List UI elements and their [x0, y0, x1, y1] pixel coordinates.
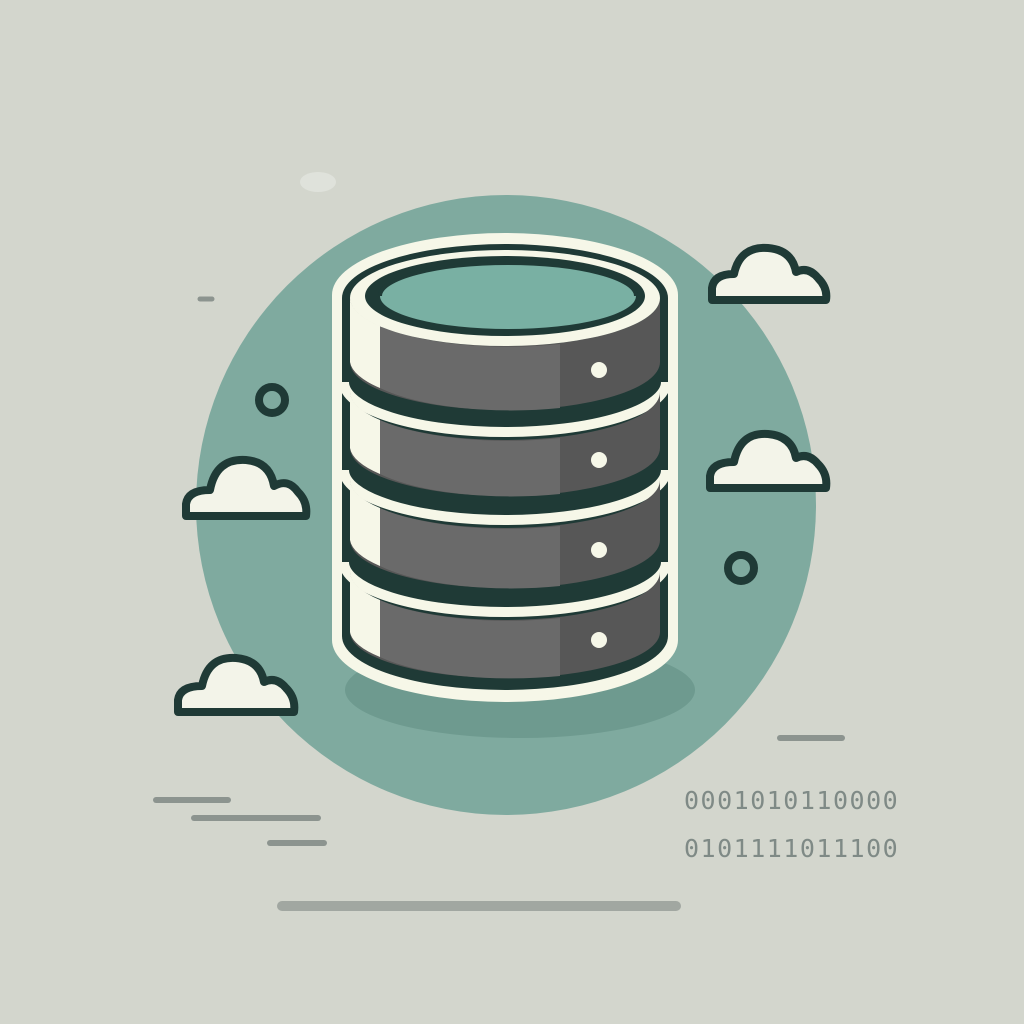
database-icon	[332, 233, 678, 702]
binary-text-line-2: 0101111011100	[684, 834, 900, 863]
ring-icon	[724, 551, 758, 585]
ring-icon	[255, 383, 289, 417]
decorative-dashes	[153, 296, 845, 911]
database-led-2	[591, 452, 607, 468]
binary-text-line-1: 0001010110000	[684, 786, 900, 815]
database-led-3	[591, 542, 607, 558]
background-blur-spot	[300, 172, 336, 192]
database-band-4	[350, 572, 660, 679]
cloud-icon	[706, 429, 831, 492]
database-led-1	[591, 362, 607, 378]
database-band-2	[350, 392, 660, 497]
cloud-icon	[174, 653, 299, 716]
cloud-icon	[708, 243, 831, 304]
database-band-1	[350, 298, 660, 411]
database-led-4	[591, 632, 607, 648]
cloud-icon	[182, 455, 311, 520]
database-top	[350, 250, 660, 346]
database-band-3	[350, 480, 660, 589]
